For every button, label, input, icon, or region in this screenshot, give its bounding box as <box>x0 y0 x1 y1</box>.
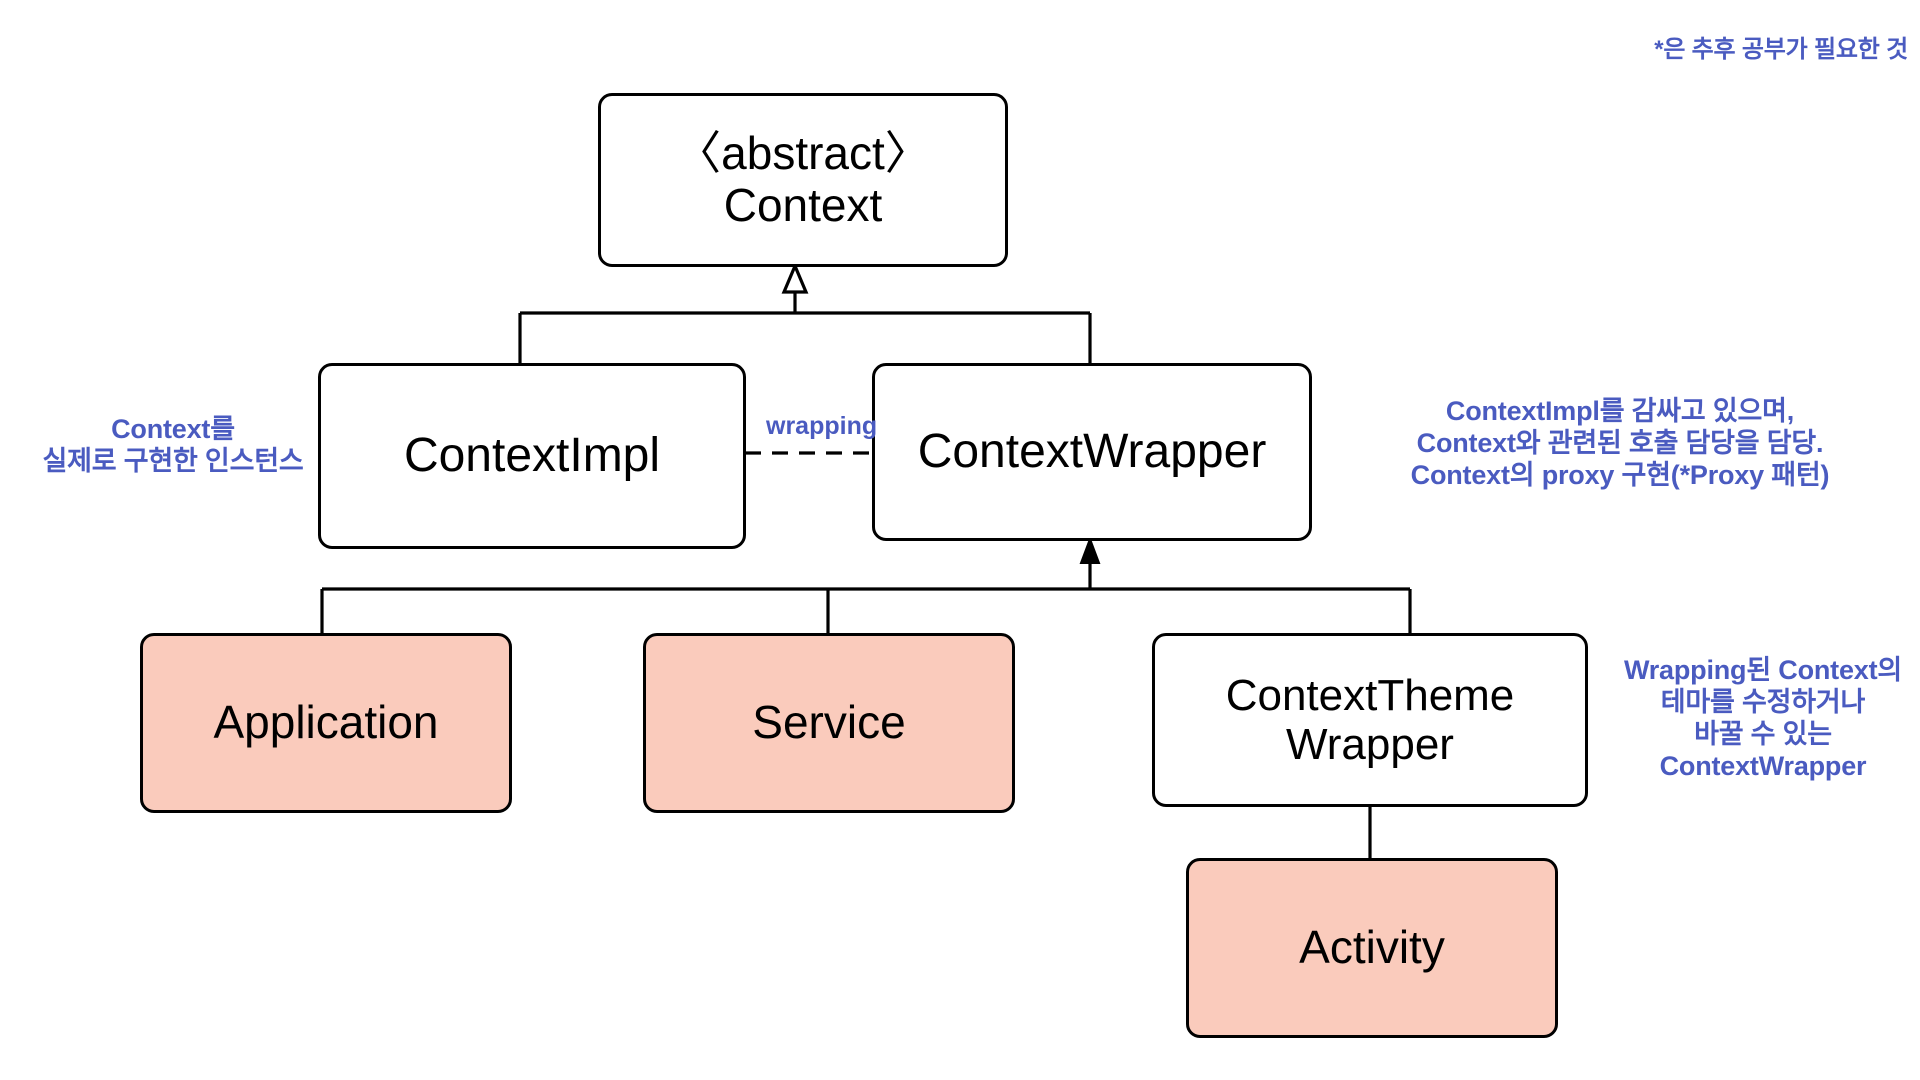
note-context-wrapper: ContextImpl를 감싸고 있으며, Context와 관련된 호출 담당… <box>1410 396 1830 490</box>
node-activity[interactable]: Activity <box>1186 858 1558 1038</box>
note-context-impl: Context를 실제로 구현한 인스턴스 <box>42 414 304 476</box>
legend-note: *은 추후 공부가 필요한 것 <box>1654 36 1908 63</box>
edge-label-wrapping: wrapping <box>766 412 878 440</box>
note-context-theme-wrapper: Wrapping된 Context의 테마를 수정하거나 바꿀 수 있는 Con… <box>1623 655 1903 781</box>
arrowhead-open-context <box>781 261 809 294</box>
node-context[interactable]: 〈abstract〉 Context <box>598 93 1008 267</box>
node-context-wrapper-label: ContextWrapper <box>917 425 1267 479</box>
node-context-wrapper[interactable]: ContextWrapper <box>872 363 1312 541</box>
node-context-impl[interactable]: ContextImpl <box>318 363 746 549</box>
node-context-label: 〈abstract〉 Context <box>675 127 931 231</box>
node-context-impl-label: ContextImpl <box>403 429 661 483</box>
node-service[interactable]: Service <box>643 633 1015 813</box>
node-application-label: Application <box>213 696 439 749</box>
arrowhead-solid-context-wrapper <box>1079 536 1101 564</box>
node-context-theme-wrapper[interactable]: ContextTheme Wrapper <box>1152 633 1588 807</box>
node-application[interactable]: Application <box>140 633 512 813</box>
node-service-label: Service <box>752 696 906 749</box>
node-activity-label: Activity <box>1299 921 1445 974</box>
node-context-theme-wrapper-label: ContextTheme Wrapper <box>1225 670 1515 769</box>
